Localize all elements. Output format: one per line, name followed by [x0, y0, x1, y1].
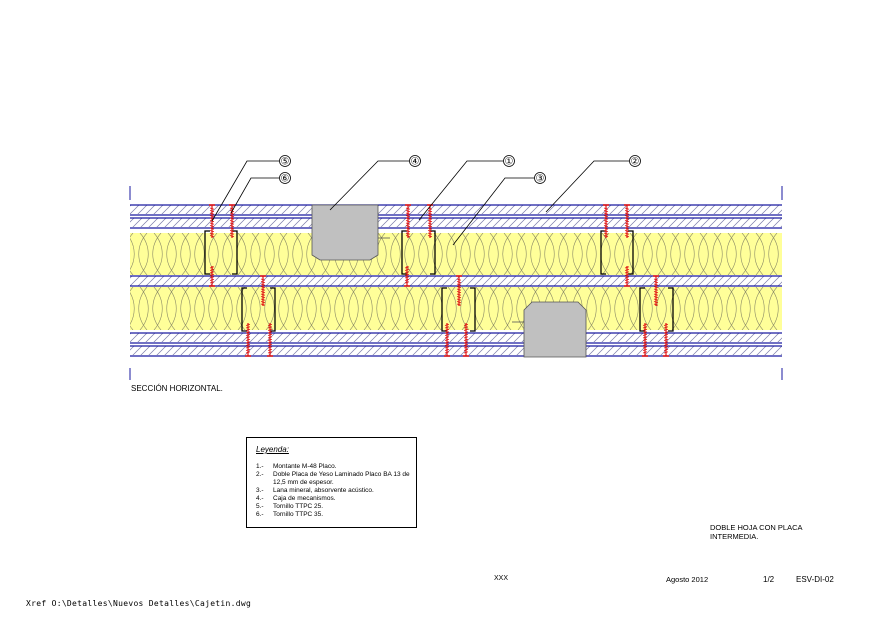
legend-item-number: 6.- — [256, 511, 264, 518]
top-boards — [130, 204, 782, 229]
legend-item-text: Montante M-48 Placo. — [273, 463, 337, 470]
legend-item-text: Tornillo TTPC 35. — [273, 511, 324, 518]
screw — [404, 266, 410, 287]
title-block-project: XXX — [494, 575, 509, 582]
callout-5: ⑤ — [281, 157, 290, 168]
screw — [653, 275, 659, 306]
bottom-boards — [130, 332, 782, 357]
legend-box: Leyenda: 1.- Montante M-48 Placo. 2.- Dobl… — [246, 437, 417, 528]
screw — [260, 275, 266, 306]
description-line-1: DOBLE HOJA CON PLACA — [710, 523, 803, 532]
screw — [427, 204, 433, 238]
legend-item-number: 3.- — [256, 487, 264, 494]
screw — [209, 266, 215, 287]
screw — [463, 323, 469, 357]
mechanism-box-upper — [311, 204, 390, 261]
legend-item: 6.- Tornillo TTPC 35. — [256, 511, 413, 519]
title-block-date: Agosto 2012 — [666, 575, 709, 584]
description-line-2: INTERMEDIA. — [710, 532, 759, 541]
screws — [209, 204, 669, 357]
callout-3: ③ — [536, 174, 545, 185]
legend-item-number: 5.- — [256, 503, 264, 510]
screw — [624, 204, 630, 238]
legend-item-text: Doble Placa de Yeso Laminado Placo BA 13… — [273, 471, 410, 486]
legend-title: Leyenda: — [256, 445, 289, 454]
leader-lines — [211, 160, 629, 246]
legend-item-text: Caja de mecanismos. — [273, 495, 336, 502]
screw — [405, 204, 411, 238]
mechanism-box-lower — [512, 301, 587, 358]
screw — [245, 323, 251, 357]
title-block-sheet: 1/2 — [763, 575, 775, 584]
screw — [444, 323, 450, 357]
callout-4: ④ — [411, 157, 420, 168]
legend-item: 4.- Caja de mecanismos. — [256, 495, 413, 503]
callout-1: ① — [505, 157, 514, 168]
studs — [204, 230, 674, 332]
legend-item-number: 1.- — [256, 463, 264, 470]
screw — [642, 323, 648, 357]
legend-item: 1.- Montante M-48 Placo. — [256, 463, 413, 471]
description: DOBLE HOJA CON PLACA INTERMEDIA. — [710, 523, 803, 541]
screw — [603, 204, 609, 238]
screw — [456, 275, 462, 306]
legend-item-number: 4.- — [256, 495, 264, 502]
legend-item: 3.- Lana mineral, absorvente acústico. — [256, 487, 413, 495]
insulation-layer-upper — [130, 233, 782, 275]
middle-board — [130, 275, 782, 287]
xref-path: Xref O:\Detalles\Nuevos Detalles\Cajetin… — [26, 599, 252, 608]
callout-2: ② — [631, 157, 640, 168]
legend-item: 2.- Doble Placa de Yeso Laminado Placo BA… — [256, 471, 413, 487]
title-block-code: ESV-DI-02 — [796, 575, 834, 584]
callouts: ⑤ ⑥ ④ ① ③ ② — [279, 155, 641, 185]
legend-item-number: 2.- — [256, 471, 264, 478]
legend-item-text: Lana mineral, absorvente acústico. — [273, 487, 374, 494]
screw — [209, 204, 215, 238]
screw — [267, 323, 273, 357]
screw — [624, 266, 630, 287]
legend-item-text: Tornillo TTPC 25. — [273, 503, 324, 510]
screw — [663, 323, 669, 357]
callout-6: ⑥ — [281, 174, 290, 185]
wall-edges — [129, 186, 783, 380]
legend-item: 5.- Tornillo TTPC 25. — [256, 503, 413, 511]
section-title: SECCIÓN HORIZONTAL. — [131, 384, 223, 393]
